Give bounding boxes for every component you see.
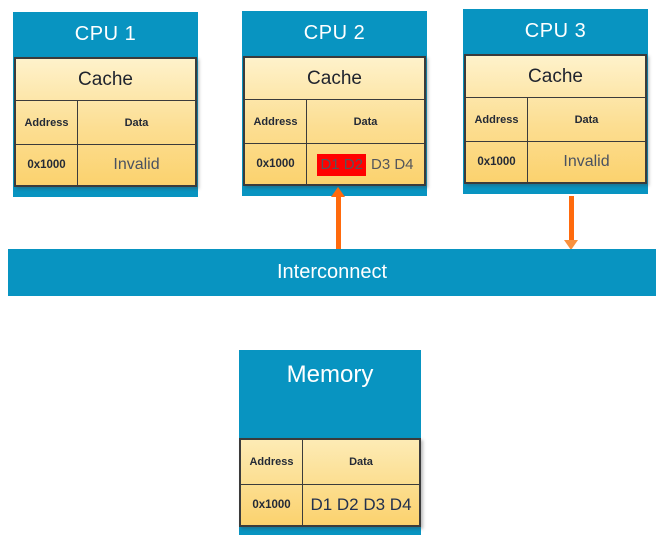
cpu3-cache-table: Cache Address Data 0x1000 Invalid	[464, 54, 647, 184]
cpu1-row-data: Invalid	[113, 156, 160, 173]
cpu1-row-address: 0x1000	[27, 159, 66, 171]
memory-table: Address Data 0x1000 D1 D2 D3 D4	[239, 438, 421, 527]
cpu3-cache-row: 0x1000 Invalid	[466, 142, 645, 182]
cpu3-interconnect-line	[569, 196, 574, 242]
cpu2-row-data: D1 D2 D3 D4	[317, 153, 414, 176]
cpu2-interconnect-line	[336, 196, 341, 250]
cpu2-title: CPU 2	[303, 22, 366, 44]
cpu3-address-column-header: Address	[466, 98, 528, 141]
memory-title: Memory	[286, 361, 374, 388]
cpu3-cache-header-row: Address Data	[466, 98, 645, 142]
memory-header-row: Address Data	[241, 440, 419, 485]
cpu1-cache-header-row: Address Data	[16, 101, 195, 145]
cpu2-data-column-header: Data	[353, 115, 378, 128]
cpu2-address-column-header: Address	[245, 100, 307, 143]
memory-row-address: 0x1000	[252, 499, 291, 511]
cpu2-row-address: 0x1000	[256, 158, 295, 170]
cpu1-cache-table: Cache Address Data 0x1000 Invalid	[14, 57, 197, 187]
cpu1-data-column-header: Data	[124, 116, 149, 129]
cpu1-cache-row: 0x1000 Invalid	[16, 145, 195, 185]
cpu2-row-data-rest: D3 D4	[371, 155, 414, 173]
cpu3-title: CPU 3	[524, 20, 587, 42]
memory-box: Memory Address Data 0x1000 D1 D2 D3 D4	[239, 350, 421, 535]
cpu1-cache-label: Cache	[16, 59, 195, 101]
cpu2-up-arrowhead-icon	[331, 187, 345, 197]
memory-address-column-header: Address	[241, 440, 303, 484]
cpu3-data-column-header: Data	[574, 113, 599, 126]
cpu3-row-data: Invalid	[563, 153, 610, 170]
memory-row-data: D1 D2 D3 D4	[310, 495, 412, 514]
cpu2-cache-table: Cache Address Data 0x1000 D1 D2 D3 D4	[243, 56, 426, 186]
memory-row: 0x1000 D1 D2 D3 D4	[241, 485, 419, 525]
cpu2-row-data-highlighted: D1 D2	[317, 153, 366, 176]
interconnect-label: Interconnect	[276, 261, 388, 283]
cpu2-cache-row: 0x1000 D1 D2 D3 D4	[245, 144, 424, 184]
cpu1-title: CPU 1	[74, 23, 137, 45]
cpu2-cache-label: Cache	[245, 58, 424, 100]
cpu3-cache-label: Cache	[466, 56, 645, 98]
interconnect-bar: Interconnect	[8, 249, 656, 296]
cpu3-down-arrowhead-icon	[564, 240, 578, 250]
cpu3-row-address: 0x1000	[477, 156, 516, 168]
cpu2-box: CPU 2 Cache Address Data 0x1000 D1 D2 D3 …	[242, 11, 427, 196]
cpu1-address-column-header: Address	[16, 101, 78, 144]
cpu3-box: CPU 3 Cache Address Data 0x1000 Invalid	[463, 9, 648, 194]
cpu1-box: CPU 1 Cache Address Data 0x1000 Invalid	[13, 12, 198, 197]
memory-data-column-header: Data	[349, 456, 373, 468]
cpu2-cache-header-row: Address Data	[245, 100, 424, 144]
